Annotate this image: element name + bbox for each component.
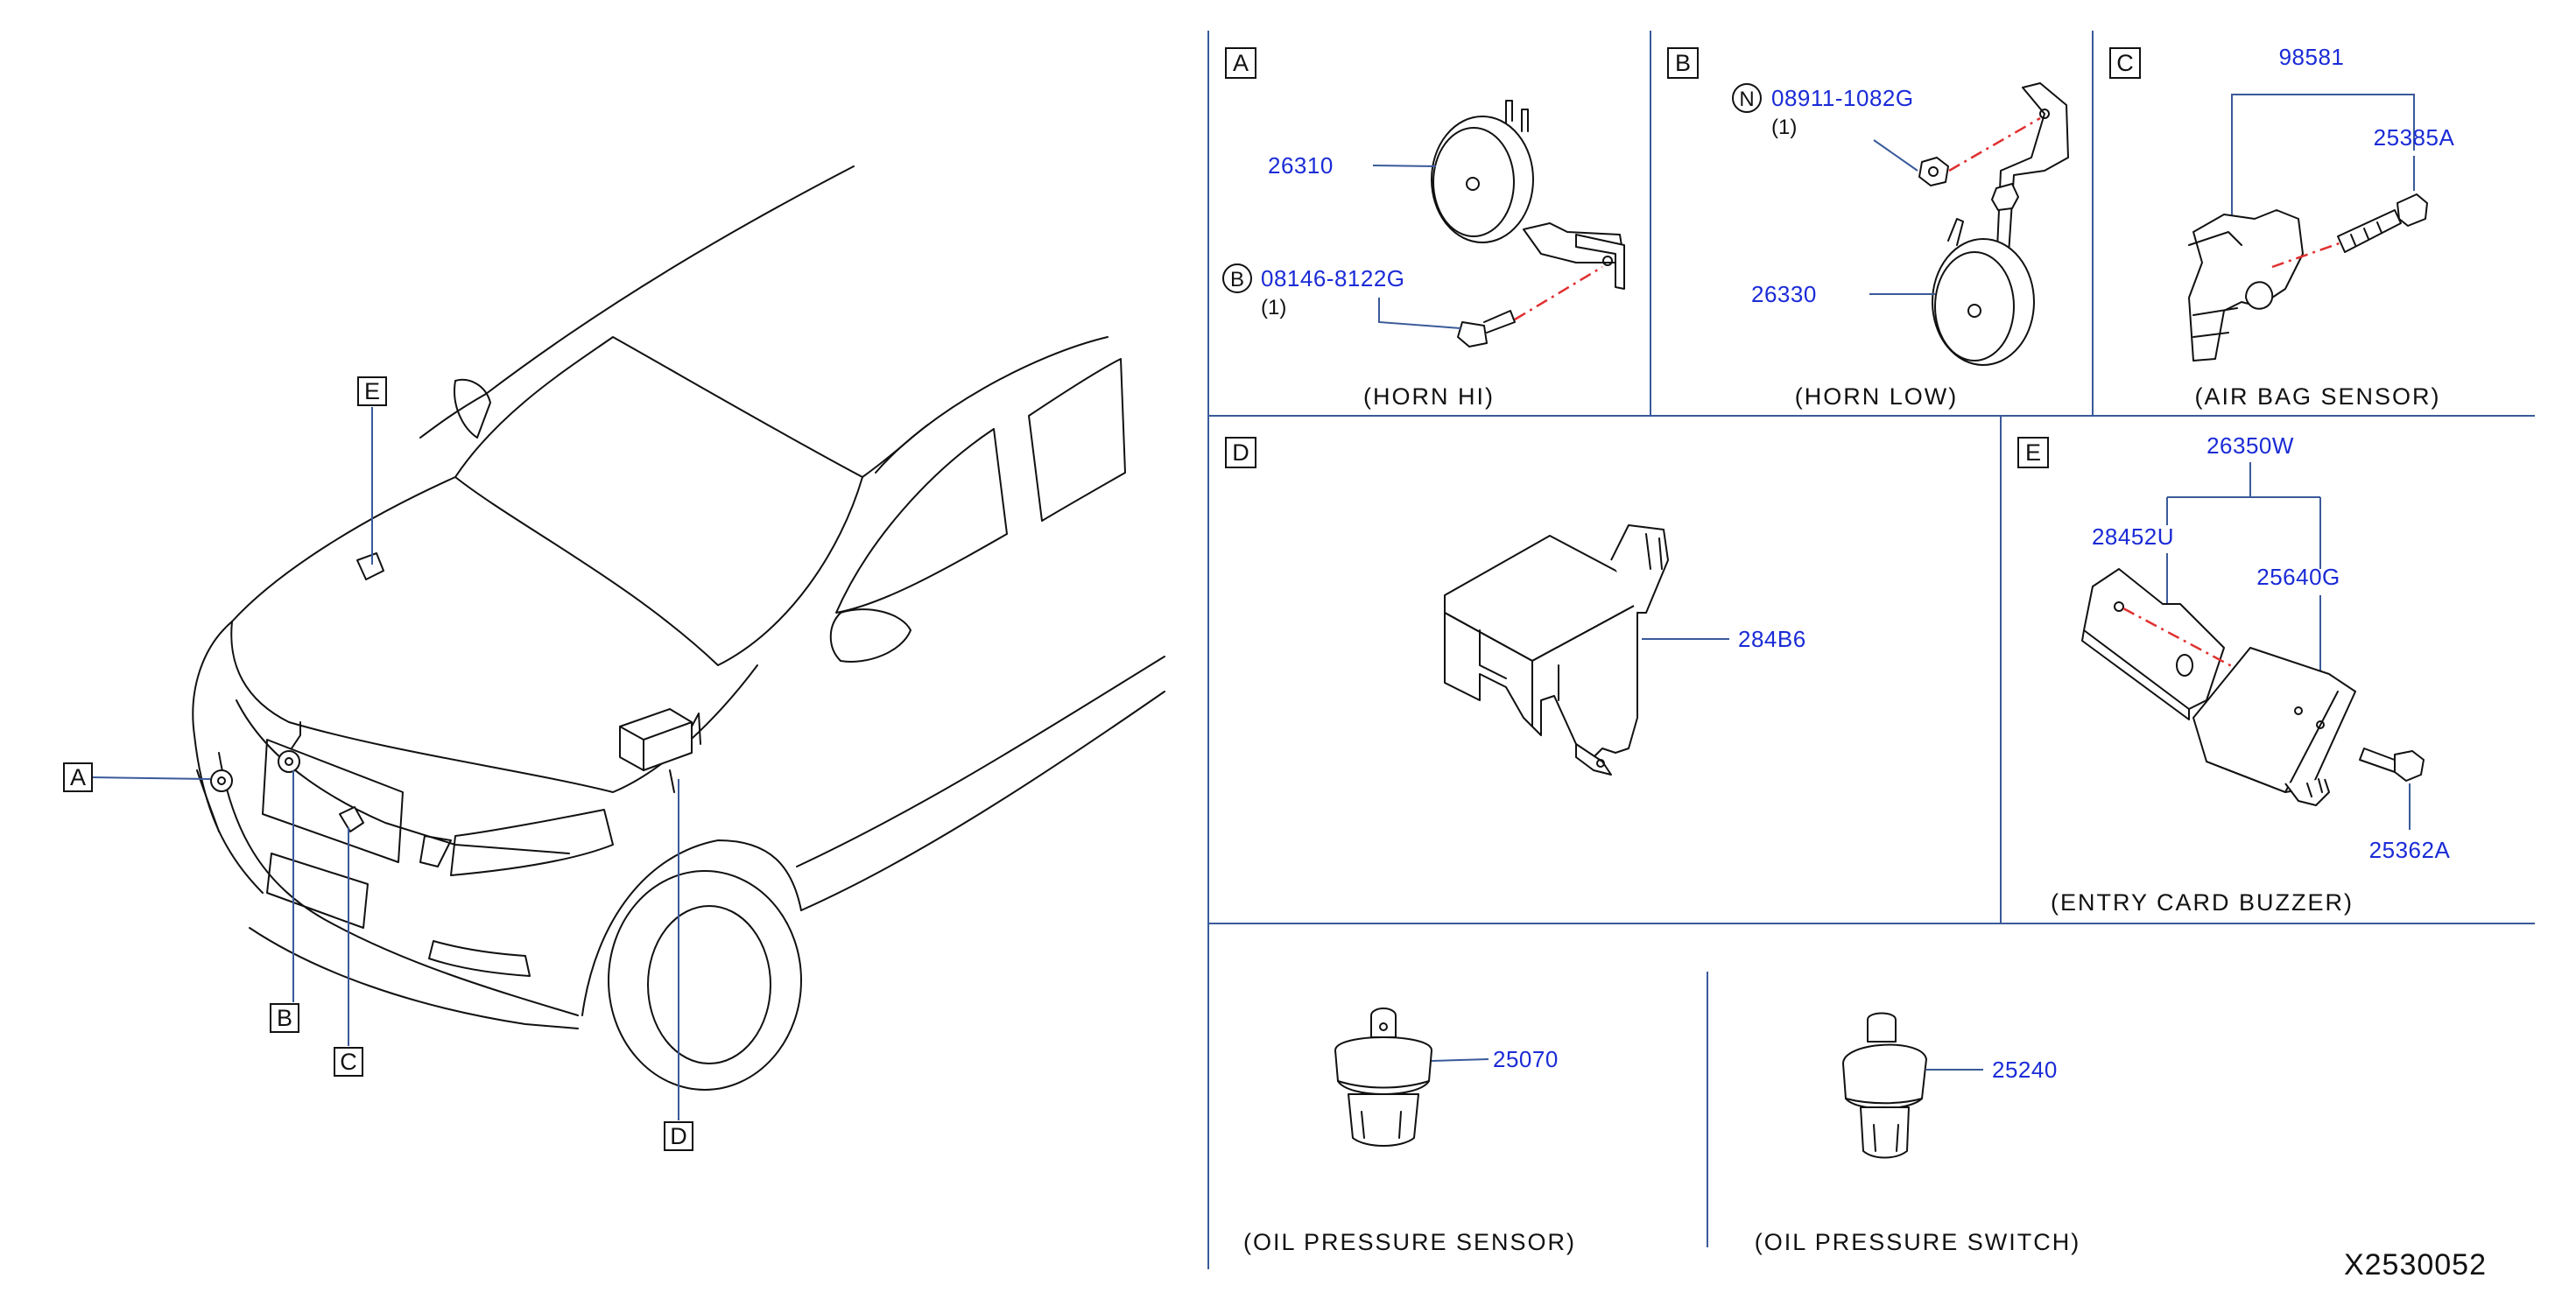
part-08146-8122g[interactable]: 08146-8122G xyxy=(1261,265,1405,291)
overview-callout-a: A xyxy=(70,764,86,790)
horn-low-drawing xyxy=(1918,82,2069,366)
panel-b-horn-low: B N 08911-1082G (1) 26330 (HORN LOW) xyxy=(1667,47,2069,410)
part-284b6[interactable]: 284B6 xyxy=(1738,626,1806,652)
diagram-code: X2530052 xyxy=(2344,1248,2487,1281)
circle-n-symbol: N xyxy=(1739,88,1754,111)
part-25362a[interactable]: 25362A xyxy=(2369,837,2451,863)
panel-c-airbag-sensor: C 98581 25385A (AIR BAG SENSOR) xyxy=(2109,44,2455,410)
panel-e-letter: E xyxy=(2025,439,2041,466)
overview-callout-d: D xyxy=(670,1123,687,1149)
panel-b-letter: B xyxy=(1675,50,1691,76)
part-25385a[interactable]: 25385A xyxy=(2374,124,2455,151)
caption-airbag-sensor: (AIR BAG SENSOR) xyxy=(2194,383,2440,410)
part-08911-1082g[interactable]: 08911-1082G xyxy=(1771,85,1914,111)
vehicle-overview: A B C D E xyxy=(63,165,1165,1151)
circle-b-symbol: B xyxy=(1230,268,1244,291)
part-25240[interactable]: 25240 xyxy=(1992,1057,2058,1083)
panel-c-letter: C xyxy=(2116,50,2134,76)
overview-callout-b: B xyxy=(277,1005,292,1031)
panel-d-letter: D xyxy=(1232,439,1249,466)
part-98581[interactable]: 98581 xyxy=(2279,44,2345,70)
panel-a-letter: A xyxy=(1233,50,1249,76)
panel-oil-pressure-sensor: 25070 (OIL PRESSURE SENSOR) xyxy=(1243,1008,1576,1255)
overview-callout-e: E xyxy=(364,378,380,404)
caption-horn-low: (HORN LOW) xyxy=(1795,383,1958,410)
module-284b6-drawing xyxy=(1444,524,1669,776)
oil-sensor-drawing xyxy=(1334,1008,1432,1147)
part-26330[interactable]: 26330 xyxy=(1751,281,1817,307)
part-08911-1082g-qty: (1) xyxy=(1771,116,1797,139)
panel-d-module: D 284B6 xyxy=(1225,437,1806,776)
panel-a-horn-hi: A 26310 B 08146-8122G (1) (HORN HI) xyxy=(1222,47,1625,410)
part-26350w[interactable]: 26350W xyxy=(2206,432,2294,459)
caption-entry-card-buzzer: (ENTRY CARD BUZZER) xyxy=(2051,889,2354,916)
part-08146-8122g-qty: (1) xyxy=(1261,296,1286,319)
part-26310[interactable]: 26310 xyxy=(1268,152,1334,179)
airbag-sensor-drawing xyxy=(2188,193,2428,362)
part-28452u[interactable]: 28452U xyxy=(2092,523,2174,550)
part-25640g[interactable]: 25640G xyxy=(2256,564,2340,590)
horn-hi-drawing xyxy=(1431,100,1625,348)
panel-oil-pressure-switch: 25240 (OIL PRESSURE SWITCH) xyxy=(1755,1012,2081,1255)
caption-oil-pressure-sensor: (OIL PRESSURE SENSOR) xyxy=(1243,1229,1576,1255)
part-25070[interactable]: 25070 xyxy=(1493,1046,1559,1072)
oil-switch-drawing xyxy=(1842,1012,1927,1159)
caption-horn-hi: (HORN HI) xyxy=(1363,383,1495,410)
caption-oil-pressure-switch: (OIL PRESSURE SWITCH) xyxy=(1755,1229,2081,1255)
overview-callout-c: C xyxy=(340,1049,357,1075)
panel-e-entry-card-buzzer: E 26350W 28452U 25640G 25362A (ENT xyxy=(2017,432,2451,916)
panel-frame xyxy=(1207,31,2535,1269)
entry-buzzer-drawing xyxy=(2081,568,2425,806)
